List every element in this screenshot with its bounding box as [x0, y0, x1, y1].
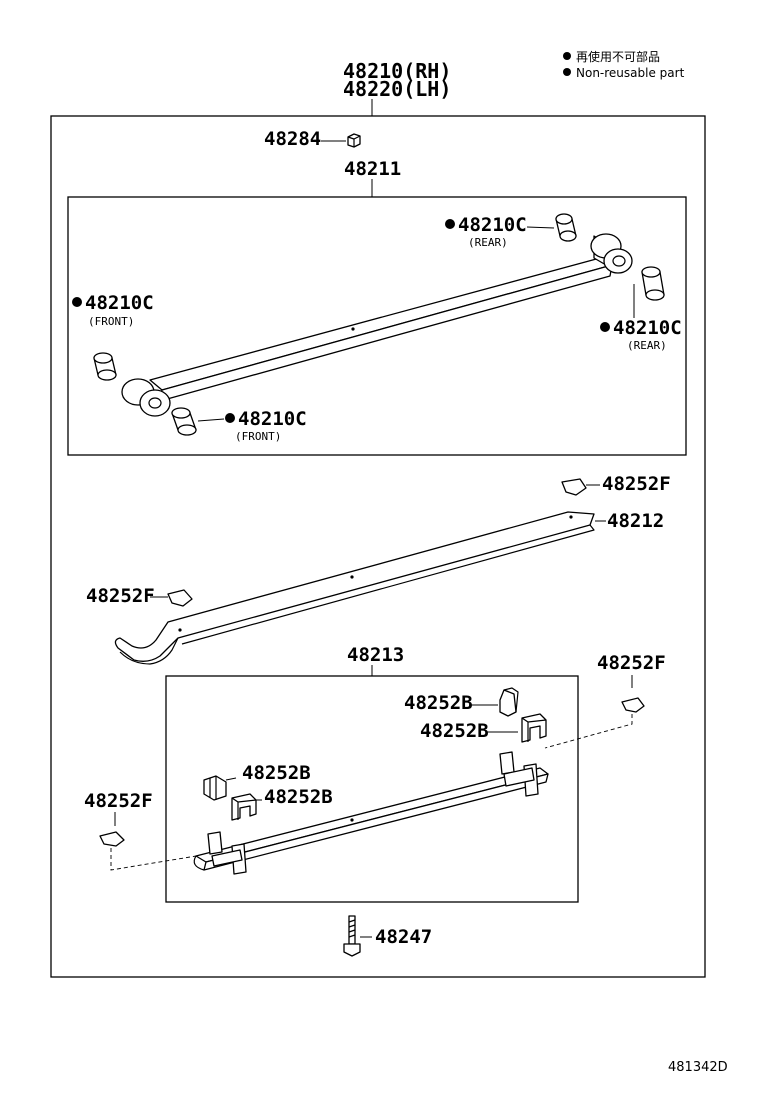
clip-b3-leader — [225, 777, 237, 781]
bushing-icon — [93, 352, 117, 381]
non-reusable-bullet-icon — [600, 322, 610, 332]
pad-left-label: 48252F — [86, 585, 155, 607]
non-reusable-bullet-icon — [563, 52, 571, 60]
assembly-rh-label: 48210(RH) — [343, 59, 451, 83]
pad-right-dashed-leader — [544, 714, 633, 749]
bushing-front-left-position: (FRONT) — [88, 315, 134, 328]
non-reusable-bullet-icon — [72, 297, 82, 307]
part-48213-label: 48213 — [347, 644, 404, 666]
bushing-front-bottom-label: 48210C — [238, 408, 307, 430]
nut-icon — [347, 133, 361, 148]
bushing-icon — [171, 407, 197, 436]
leaf-clamp-icon — [499, 751, 539, 797]
bushing-front-bottom-leader — [197, 418, 225, 422]
clip-b4-label: 48252B — [264, 786, 333, 808]
bushing-front-left-label: 48210C — [85, 292, 154, 314]
main-leaf-spring — [121, 233, 633, 417]
bushing-rear-top-label: 48210C — [458, 214, 527, 236]
second-leaf-spring — [114, 511, 595, 665]
spring-clip-icon — [521, 713, 547, 743]
spring-pad-icon — [621, 697, 645, 713]
spring-pad-icon — [167, 589, 193, 607]
assembly-lh-label: 48220(LH) — [343, 77, 451, 101]
pad-right-label: 48252F — [597, 652, 666, 674]
rear-spring-eye-icon — [590, 233, 633, 274]
part-48211-label: 48211 — [344, 158, 401, 180]
non-reusable-bullet-icon — [563, 68, 571, 76]
legend-japanese: 再使用不可部品 — [576, 49, 660, 64]
center-bolt-icon — [343, 915, 361, 957]
bushing-icon — [555, 213, 577, 242]
bushing-icon — [641, 266, 665, 301]
spring-clip-icon — [203, 775, 227, 801]
spring-pad-icon — [561, 478, 587, 496]
bushing-rear-top-position: (REAR) — [468, 236, 508, 249]
part-48247-label: 48247 — [375, 926, 432, 948]
diagram-code: 481342D — [668, 1060, 728, 1075]
front-spring-eye-icon — [121, 378, 171, 417]
non-reusable-bullet-icon — [225, 413, 235, 423]
part-48212-label: 48212 — [607, 510, 664, 532]
pad-top-label: 48252F — [602, 473, 671, 495]
spring-pad-icon — [99, 831, 125, 847]
pad-bottom-label: 48252F — [84, 790, 153, 812]
third-leaf-spring — [193, 751, 549, 875]
non-reusable-bullet-icon — [445, 219, 455, 229]
leaf-clamp-icon — [207, 831, 247, 875]
third-leaf-frame — [165, 675, 579, 903]
main-leaf-frame — [67, 196, 687, 456]
clip-b1-label: 48252B — [404, 692, 473, 714]
clip-b2-label: 48252B — [420, 720, 489, 742]
legend: 再使用不可部品 Non-reusable part — [563, 49, 685, 80]
bushing-rear-right-position: (REAR) — [627, 339, 667, 352]
pad-bottom-dashed-leader — [110, 848, 197, 871]
part-48284-label: 48284 — [264, 128, 321, 150]
spring-clip-icon — [231, 793, 257, 821]
bushing-rear-top-leader — [526, 226, 555, 229]
legend-english: Non-reusable part — [576, 66, 685, 80]
clip-b3-label: 48252B — [242, 762, 311, 784]
bushing-rear-right-label: 48210C — [613, 317, 682, 339]
bushing-front-bottom-position: (FRONT) — [235, 430, 281, 443]
spring-clip-icon — [499, 687, 519, 717]
assembly-frame — [50, 115, 706, 978]
